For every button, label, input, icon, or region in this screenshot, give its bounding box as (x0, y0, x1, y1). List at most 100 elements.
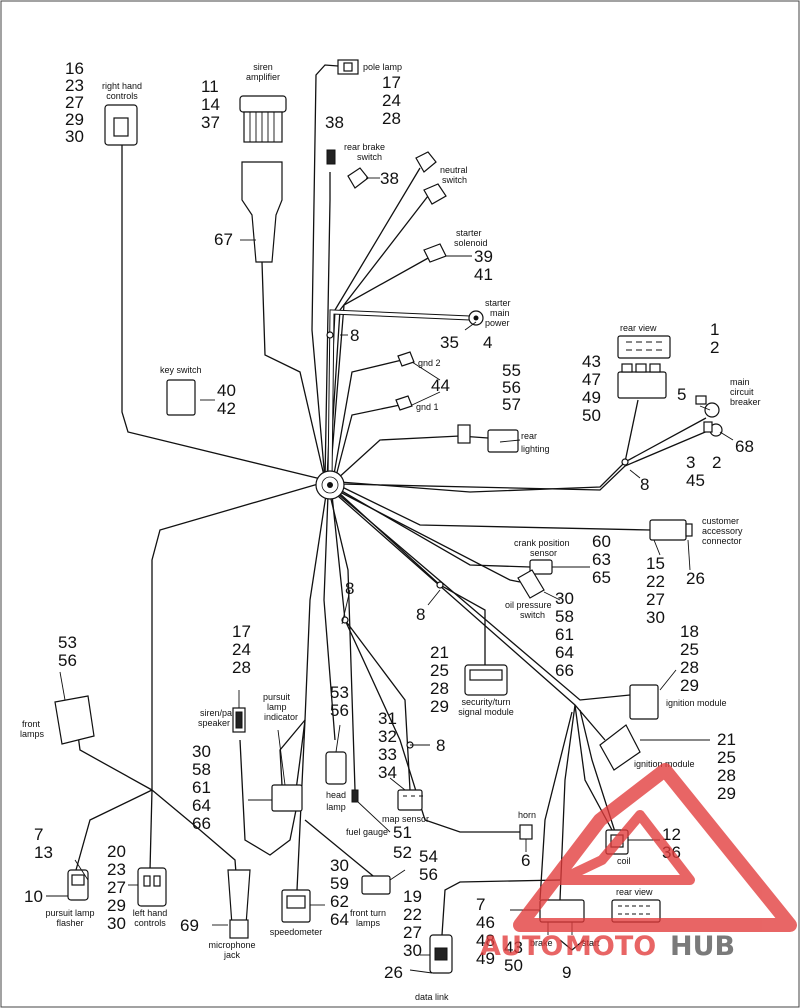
label-accessory-3: connector (702, 536, 742, 546)
label-rear-view-bottom: rear view (616, 887, 653, 897)
label-horn: horn (518, 810, 536, 820)
pole-lamp-part (337, 59, 359, 75)
ref-oil-1: 30 (555, 589, 574, 608)
ref-oil-5: 66 (555, 661, 574, 680)
ref-front-lamps-1: 53 (58, 633, 77, 652)
ref-accessory-2: 22 (646, 572, 665, 591)
ref-data-link-26: 26 (384, 963, 403, 982)
ref-crank-3: 65 (592, 568, 611, 587)
ref-crank-1: 60 (592, 532, 611, 551)
ref-ignition-1-4: 29 (680, 676, 699, 695)
siren-pa-speaker-part (232, 707, 246, 733)
ref-rear-brake-top: 38 (325, 113, 344, 132)
ref-horn: 6 (521, 851, 530, 870)
left-hand-controls-part (137, 867, 167, 907)
wire-left-hand (149, 789, 153, 871)
wire-flasher (75, 789, 153, 871)
label-pursuit-indicator-3: indicator (264, 712, 298, 722)
microphone-jack-part (227, 869, 251, 939)
label-main-breaker-2: circuit (730, 387, 754, 397)
rear-view-top-part (617, 335, 671, 399)
wire-rear-brake (324, 172, 331, 481)
label-pursuit-indicator-1: pursuit (263, 692, 291, 702)
ref-data-link-3: 27 (403, 923, 422, 942)
ref-pursuit-2: 58 (192, 760, 211, 779)
ref-map-4: 34 (378, 763, 397, 782)
ref-rear-lighting-2: 56 (502, 378, 521, 397)
label-flasher-1: pursuit lamp (45, 908, 94, 918)
ref-solenoid-1: 39 (474, 247, 493, 266)
ref-data-link-4: 30 (403, 941, 422, 960)
label-rear-lighting-2: lighting (521, 444, 550, 454)
ref-pole-lamp-1: 17 (382, 73, 401, 92)
ref-left-hand-3: 27 (107, 878, 126, 897)
label-starter-main-power-2: main (490, 308, 510, 318)
ref-rear-bottom-3: 48 (476, 931, 495, 950)
ref-accessory-4: 30 (646, 608, 665, 627)
wire-ignition-1 (337, 493, 631, 701)
label-head-lamp-1: head (326, 790, 346, 800)
ref-ignition-2-2: 25 (717, 748, 736, 767)
ref-siren-amp-1: 11 (201, 77, 219, 96)
ref-breaker-top-1: 1 (710, 320, 719, 339)
ref-rear-brake-side: 38 (380, 169, 399, 188)
oil-pressure-switch-part (517, 569, 545, 599)
ignition-module-2-part (599, 724, 641, 771)
ref-accessory-1: 15 (646, 554, 665, 573)
wire-rear-view-top (624, 399, 639, 463)
ref-speedo-left-2: 59 (330, 874, 349, 893)
wire-pole-lamp (311, 64, 339, 481)
ref-data-link-2: 22 (403, 905, 422, 924)
ref-flasher-side: 10 (24, 887, 43, 906)
ref-rear-bottom-9: 9 (562, 963, 571, 982)
label-right-hand-controls-1: right hand (102, 81, 142, 91)
ref-head-lamp-1: 53 (330, 683, 349, 702)
wire-right-hand-controls (121, 170, 326, 481)
ref-left-hand-1: 20 (107, 842, 126, 861)
ref-siren-pa-2: 24 (232, 640, 251, 659)
brake-start-connector-part (539, 899, 585, 951)
ref-splice-5: 8 (436, 736, 445, 755)
label-crank-1: crank position (514, 538, 570, 548)
label-flasher-2: flasher (56, 918, 83, 928)
label-gnd-2: gnd 2 (418, 358, 441, 368)
ref-siren-pa-3: 28 (232, 658, 251, 677)
ref-siren-cable: 67 (214, 230, 233, 249)
ref-speedo-2: 64 (330, 910, 349, 929)
ref-flasher-2: 13 (34, 843, 53, 862)
label-microphone-1: microphone (208, 940, 255, 950)
ref-rhc-5: 30 (65, 127, 84, 146)
ref-splice-4: 8 (345, 579, 354, 598)
watermark-triangle-icon (513, 763, 797, 932)
wire-fuel-gauge (329, 494, 356, 791)
wire-main-breaker-2 (339, 429, 711, 491)
ref-security-4: 29 (430, 697, 449, 716)
pursuit-lamp-flasher-part (67, 869, 89, 901)
ref-front-turn-1: 54 (419, 847, 438, 866)
rear-lighting-part (457, 424, 519, 453)
ref-security-3: 28 (430, 679, 449, 698)
leader-lines (46, 177, 734, 974)
wire-data-link (441, 879, 561, 936)
ref-oil-3: 61 (555, 625, 574, 644)
ref-flasher-1: 7 (34, 825, 43, 844)
ref-pursuit-4: 64 (192, 796, 211, 815)
ref-solenoid-2: 41 (474, 265, 493, 284)
ref-breaker-top-2: 2 (710, 338, 719, 357)
ref-front-turn-2: 56 (419, 865, 438, 884)
main-circuit-breaker-part (695, 395, 723, 437)
label-starter-solenoid-1: starter (456, 228, 482, 238)
ref-map-3: 33 (378, 745, 397, 764)
ref-breaker-5: 5 (677, 385, 686, 404)
wire-gnd-1 (334, 404, 401, 481)
ref-pole-lamp-3: 28 (382, 109, 401, 128)
component-labels: right hand controls siren amplifier pole… (20, 62, 761, 1002)
label-siren-pa-2: speaker (198, 718, 230, 728)
label-crank-2: sensor (530, 548, 557, 558)
wire-siren-amplifier (261, 261, 326, 481)
watermark-text-hub: HUB (670, 931, 735, 962)
label-security-1: security/turn (461, 697, 510, 707)
label-fuel-gauge: fuel gauge (346, 827, 388, 837)
label-left-hand-2: controls (134, 918, 166, 928)
